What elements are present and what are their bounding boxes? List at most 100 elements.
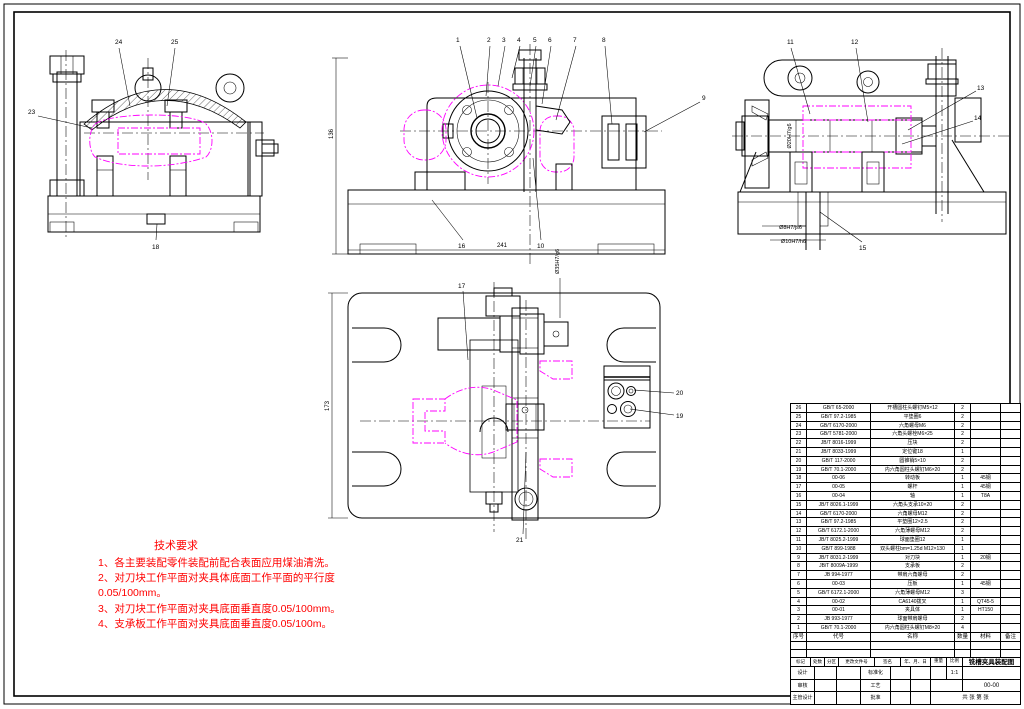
- bom-code: GB/T 117-2000: [807, 456, 871, 466]
- bom-code: GB/T 899-1988: [807, 544, 871, 554]
- tech-requirement-line: 1、各主要装配零件装配前配合表面应用煤油清洗。: [98, 556, 335, 569]
- parts-list-row: 7 JB 994-1977 带肩六角螺母 2: [791, 571, 1021, 580]
- bom-remark: [1001, 430, 1021, 440]
- bom-remark: [1001, 500, 1021, 510]
- bom-qty: 1: [955, 579, 971, 589]
- sign-label: 审核: [791, 679, 815, 693]
- balloon-24: 24: [115, 39, 123, 46]
- bom-header-material: 材料: [971, 632, 1001, 642]
- bom-remark: [1001, 597, 1021, 607]
- bom-material: [971, 456, 1001, 466]
- bom-code: GB/T 70.1-2000: [807, 623, 871, 633]
- parts-list-header: 序号 代号 名称 数量 材料 备注: [791, 632, 1021, 642]
- bom-name: 六角头支承10×20: [871, 500, 955, 510]
- bom-material: 20钢: [971, 553, 1001, 563]
- bom-material: [971, 500, 1001, 510]
- bom-qty: 2: [955, 404, 971, 413]
- bom-item-no: 23: [791, 430, 807, 440]
- bom-item-no: 25: [791, 412, 807, 422]
- bom-item-no: 5: [791, 588, 807, 598]
- bom-code: GB/T 5781-2000: [807, 430, 871, 440]
- parts-list-row: 21 JB/T 8033-1999 定位键18 1: [791, 447, 1021, 457]
- bom-name: 压板: [871, 579, 955, 589]
- bom-material: [971, 447, 1001, 457]
- weight-label: 重量: [931, 658, 947, 667]
- bom-material: [971, 430, 1001, 440]
- bom-material: [971, 518, 1001, 528]
- bom-header-remark: 备注: [1001, 632, 1021, 642]
- bom-material: [971, 562, 1001, 572]
- balloon-6: 6: [548, 37, 552, 44]
- bom-material: [971, 439, 1001, 448]
- bom-code: GB/T 97.2-1985: [807, 412, 871, 422]
- bom-remark: [1001, 518, 1021, 528]
- rev-header: 标记: [791, 658, 811, 667]
- scale-value-row: 1:1: [931, 667, 1021, 680]
- bom-header-code: 代号: [807, 632, 871, 642]
- bom-name: CA6140拨叉: [871, 597, 955, 607]
- rev-header: 处数: [811, 658, 825, 667]
- bom-remark: [1001, 447, 1021, 457]
- inner-border: [13, 11, 1011, 697]
- parts-list-row: 23 GB/T 5781-2000 六角头螺栓M6×25 2: [791, 430, 1021, 440]
- bom-qty: 1: [955, 491, 971, 501]
- tech-requirement-line: 3、对刀块工作平面对夹具底面垂直度0.05/100mm。: [98, 602, 341, 615]
- bom-code: JB/T 8016-1999: [807, 439, 871, 448]
- tech-requirement-line: 4、支承板工作平面对夹具底面垂直度0.05/100m。: [98, 617, 332, 630]
- bom-material: [971, 571, 1001, 580]
- rev-header: 更改文件号: [839, 658, 875, 667]
- bom-code: GB/T 70.1-2000: [807, 465, 871, 475]
- dim-plan-height: 173: [325, 400, 331, 411]
- parts-list-row: 16 00-04 轴 1 T8A: [791, 491, 1021, 501]
- parts-list-row: 1 GB/T 70.1-2000 内六角圆柱头螺钉M8×20 4: [791, 623, 1021, 633]
- balloon-14: 14: [974, 115, 982, 122]
- bom-remark: [1001, 483, 1021, 492]
- bom-qty: 2: [955, 571, 971, 580]
- bom-code: JB 994-1977: [807, 571, 871, 580]
- bom-code: JB/T 8031.2-1999: [807, 553, 871, 563]
- balloon-18: 18: [152, 244, 160, 251]
- bom-material: [971, 588, 1001, 598]
- bom-item-no: 26: [791, 404, 807, 413]
- bom-material: 45钢: [971, 483, 1001, 492]
- bom-item-no: 3: [791, 606, 807, 616]
- bom-material: QT45-5: [971, 597, 1001, 607]
- parts-list-row: 19 GB/T 70.1-2000 内六角圆柱头螺钉M6×20 2: [791, 465, 1021, 475]
- bom-name: 带肩六角螺母: [871, 571, 955, 580]
- bom-name: 压块: [871, 439, 955, 448]
- bom-code: 00-06: [807, 474, 871, 484]
- bom-code: JB/T 8033-1999: [807, 447, 871, 457]
- right-side-view: Ø8H7/js6 Ø10H7/h6 Ø20H7/g6 11 12 13 14 1…: [732, 39, 1010, 252]
- bom-remark: [1001, 579, 1021, 589]
- balloon-13: 13: [977, 85, 985, 92]
- bom-material: [971, 544, 1001, 554]
- tech-requirement-line: 0.05/100mm。: [98, 587, 167, 600]
- bom-item-no: 12: [791, 527, 807, 536]
- drawing-title: 铣槽夹具装配图: [963, 658, 1021, 667]
- bom-item-no: 11: [791, 535, 807, 545]
- tech-requirement-line: 2、对刀块工作平面对夹具体底面工作平面的平行度: [98, 572, 335, 585]
- bom-qty: 2: [955, 527, 971, 536]
- bom-material: [971, 404, 1001, 413]
- parts-list-table: 26 GB/T 65-2000 开槽圆柱头螺钉M5×12 2 25 GB/T 9…: [790, 403, 1021, 658]
- bom-material: [971, 465, 1001, 475]
- bom-name: 内六角圆柱头螺钉M8×20: [871, 623, 955, 633]
- bom-remark: [1001, 509, 1021, 519]
- dim-bore-fit: Ø35H7/g6: [555, 249, 561, 274]
- dim-front-height: 136: [329, 128, 335, 139]
- sign-label: 设计: [791, 667, 815, 680]
- bom-item-no: 14: [791, 509, 807, 519]
- bom-qty: 2: [955, 518, 971, 528]
- bom-qty: 1: [955, 606, 971, 616]
- bom-material: T8A: [971, 491, 1001, 501]
- bom-item-no: 16: [791, 491, 807, 501]
- bom-name: 定位键18: [871, 447, 955, 457]
- bom-remark: [1001, 404, 1021, 413]
- signature-row: 设计 标准化: [791, 667, 931, 680]
- bom-code: JB 993-1977: [807, 615, 871, 624]
- bom-qty: 2: [955, 562, 971, 572]
- balloon-16: 16: [458, 243, 466, 250]
- bom-remark: [1001, 491, 1021, 501]
- bom-qty: 1: [955, 535, 971, 545]
